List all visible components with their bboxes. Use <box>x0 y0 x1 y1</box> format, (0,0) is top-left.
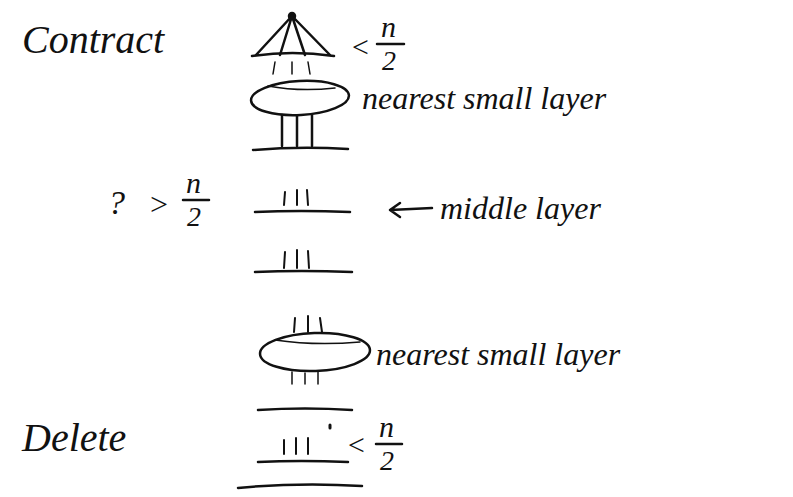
layer-note: nearest small layer <box>376 338 620 370</box>
layer-note: nearest small layer <box>362 82 606 114</box>
operation-note: Delete <box>22 418 126 458</box>
inequality-sign: > <box>148 188 170 220</box>
fraction-denominator: 2 <box>382 47 396 75</box>
fraction-denominator: 2 <box>187 203 201 231</box>
fraction-numerator: n <box>186 168 201 198</box>
fraction-numerator: n <box>379 412 394 442</box>
inequality-sign: < <box>346 430 366 460</box>
fraction-numerator: n <box>381 12 396 42</box>
fraction-denominator: 2 <box>380 447 394 475</box>
diagram-title-note: Contract <box>22 20 164 60</box>
inequality-sign: < <box>350 32 370 62</box>
question-mark: ? <box>108 186 125 220</box>
layer-note: middle layer <box>440 192 601 224</box>
